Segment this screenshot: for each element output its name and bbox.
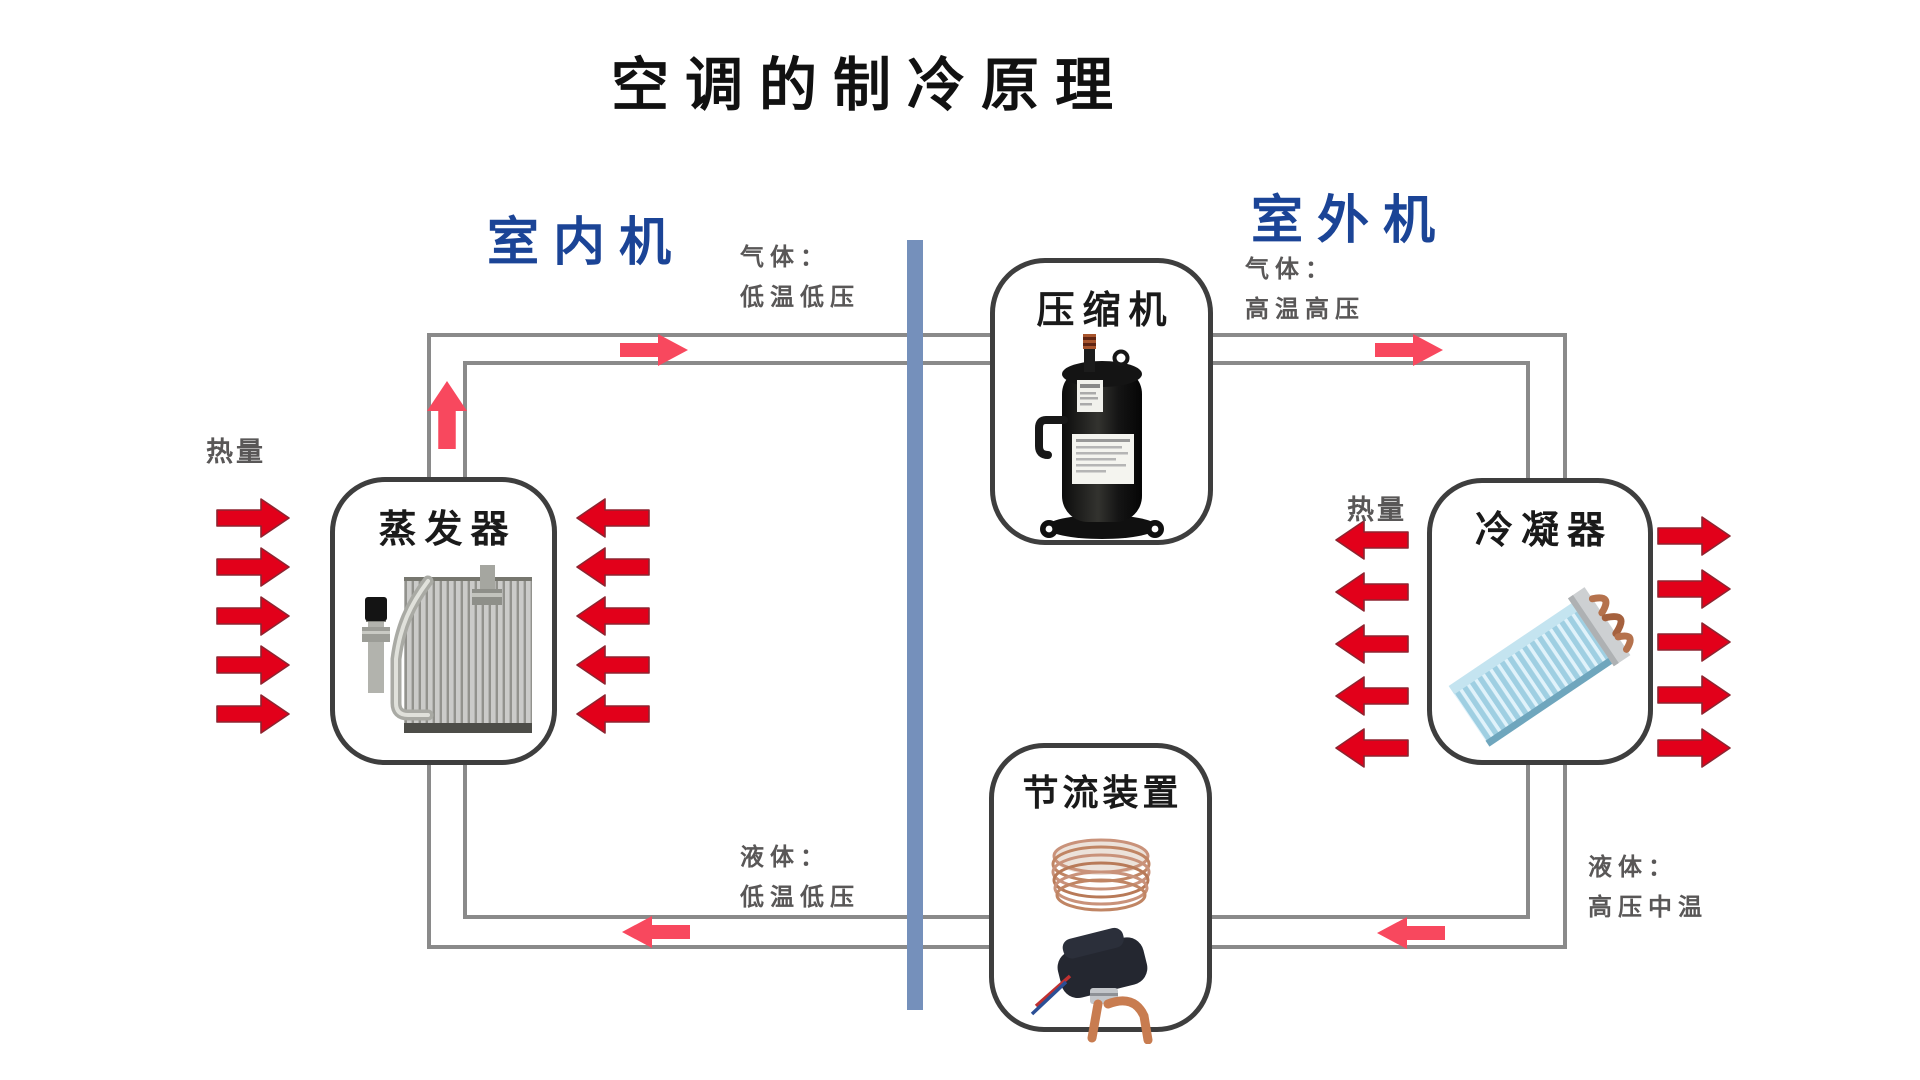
heat-arrow-icon <box>1335 676 1409 716</box>
throttle-photo <box>994 816 1207 1044</box>
state-line: 高压中温 <box>1588 894 1708 921</box>
flow-arrow-bottom-left-icon <box>622 916 690 948</box>
indoor-outdoor-divider <box>907 240 923 1010</box>
heat-label-left: 热量 <box>206 437 266 467</box>
heat-arrow-icon <box>216 645 290 685</box>
heat-arrow-icon <box>576 498 650 538</box>
heat-arrow-icon <box>576 694 650 734</box>
state-line: 液体： <box>1588 854 1678 881</box>
condenser-photo <box>1432 554 1648 760</box>
compressor-label: 压缩机 <box>1036 290 1175 332</box>
compressor-photo <box>995 334 1208 542</box>
heat-arrow-icon <box>1657 516 1731 556</box>
flow-arrow-bottom-right-icon <box>1377 917 1445 949</box>
flow-arrow-up-icon <box>427 381 467 449</box>
heat-arrow-icon <box>216 694 290 734</box>
state-line: 低温低压 <box>740 884 860 911</box>
heat-arrow-icon <box>1657 569 1731 609</box>
heat-arrow-icon <box>576 547 650 587</box>
heat-arrow-icon <box>1657 622 1731 662</box>
throttle-box: 节流装置 <box>989 743 1212 1044</box>
heat-arrow-icon <box>576 596 650 636</box>
heat-arrow-icon <box>216 596 290 636</box>
indoor-unit-label: 室内机 <box>486 214 686 272</box>
evaporator-box: 蒸发器 <box>330 477 557 765</box>
state-line: 高温高压 <box>1245 296 1365 323</box>
state-line: 气体： <box>1245 256 1335 283</box>
state-line: 气体： <box>740 244 830 271</box>
outdoor-unit-label: 室外机 <box>1250 192 1450 250</box>
heat-arrow-icon <box>216 547 290 587</box>
heat-arrow-icon <box>1657 675 1731 715</box>
compressor-box: 压缩机 <box>990 258 1213 545</box>
page-title: 空调的制冷原理 <box>610 53 1130 118</box>
heat-arrow-icon <box>1335 728 1409 768</box>
state-liquid-low-label: 液体： 低温低压 <box>740 838 860 918</box>
state-line: 低温低压 <box>740 284 860 311</box>
state-gas-low-label: 气体： 低温低压 <box>740 238 860 318</box>
evaporator-photo <box>335 553 552 760</box>
state-liquid-high-label: 液体： 高压中温 <box>1588 848 1708 928</box>
heat-label-right: 热量 <box>1347 495 1407 525</box>
evaporator-label: 蒸发器 <box>378 509 517 551</box>
heat-arrow-icon <box>216 498 290 538</box>
throttle-label: 节流装置 <box>1022 772 1183 813</box>
condenser-box: 冷凝器 <box>1427 478 1653 765</box>
state-line: 液体： <box>740 844 830 871</box>
condenser-label: 冷凝器 <box>1474 510 1613 552</box>
state-gas-high-label: 气体： 高温高压 <box>1245 250 1365 330</box>
heat-arrow-icon <box>576 645 650 685</box>
heat-arrow-icon <box>1657 728 1731 768</box>
heat-arrow-icon <box>1335 572 1409 612</box>
heat-arrow-icon <box>1335 624 1409 664</box>
